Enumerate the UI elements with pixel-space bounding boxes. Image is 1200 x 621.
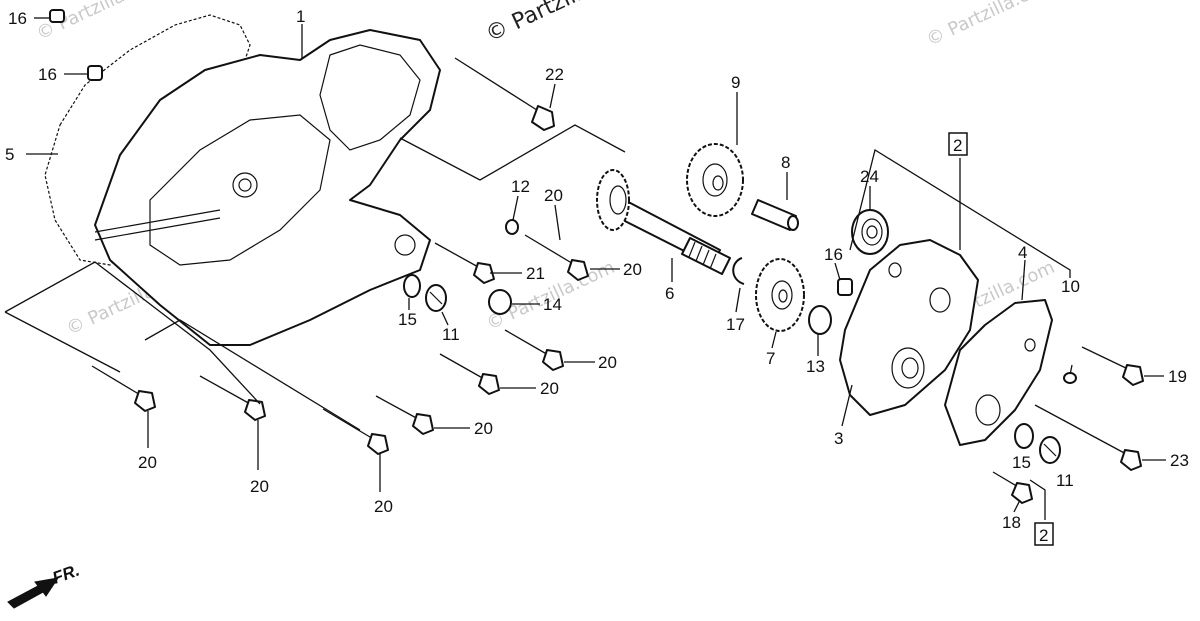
- reference-box: [948, 132, 968, 156]
- bolt-part[interactable]: [375, 395, 434, 435]
- idle-gear-part[interactable]: [755, 258, 805, 332]
- callout-label: 4: [1018, 243, 1027, 262]
- bolt-part[interactable]: [439, 353, 500, 395]
- leader-line: [841, 384, 853, 427]
- filler-cap-part[interactable]: [1039, 436, 1061, 464]
- bolt-part[interactable]: [91, 365, 156, 412]
- leader-line: [549, 83, 556, 109]
- callout-label: 11: [1056, 471, 1074, 490]
- callout-label: 16: [824, 245, 843, 264]
- callout-label: 18: [1002, 513, 1021, 532]
- callout-label: 23: [1170, 451, 1189, 470]
- callout-label: 15: [398, 310, 417, 329]
- front-direction-arrow-icon: [7, 577, 60, 609]
- callout-label: 20: [598, 353, 617, 372]
- bolt-part[interactable]: [454, 57, 555, 131]
- bolt-part[interactable]: [992, 471, 1033, 504]
- callout-label: 20: [544, 186, 563, 205]
- callout-label: 3: [834, 429, 843, 448]
- callout-label: 22: [545, 65, 564, 84]
- callout-label: 8: [781, 153, 790, 172]
- washer-part[interactable]: [505, 219, 519, 235]
- o-ring-part[interactable]: [403, 274, 421, 298]
- bolt-part[interactable]: [434, 242, 495, 284]
- reference-box: [1034, 522, 1054, 546]
- shaft-part[interactable]: [606, 194, 731, 275]
- crankcase-cover-part[interactable]: [94, 29, 441, 346]
- bolt-part[interactable]: [1034, 404, 1142, 471]
- leader-line: [849, 148, 1071, 278]
- gear-shaft-part[interactable]: [751, 199, 799, 231]
- callout-label: 16: [8, 9, 27, 28]
- callout-label: 20: [623, 260, 642, 279]
- callout-label: 12: [511, 177, 530, 196]
- leader-line: [4, 261, 261, 405]
- callout-label: 20: [250, 477, 269, 496]
- circlip-part[interactable]: [732, 257, 745, 285]
- callout-label: 10: [1061, 277, 1080, 296]
- dowel-pin-part[interactable]: [87, 65, 103, 81]
- bolt-part[interactable]: [322, 408, 389, 455]
- driven-gear-part[interactable]: [686, 143, 744, 217]
- leader-line: [441, 311, 449, 326]
- oil-seal-part[interactable]: [488, 289, 512, 315]
- watermark: © Partzilla.com: [482, 0, 646, 47]
- leader-line: [1029, 479, 1046, 520]
- callout-label: 1: [296, 7, 305, 26]
- o-ring-part[interactable]: [1014, 423, 1034, 449]
- callout-label: 9: [731, 73, 740, 92]
- leader-line: [4, 311, 121, 373]
- dowel-pin-part[interactable]: [837, 278, 853, 296]
- leader-line: [512, 195, 519, 221]
- leader-line: [399, 124, 626, 181]
- callout-label: 6: [665, 284, 674, 303]
- callout-label: 14: [543, 295, 562, 314]
- callout-label: 15: [1012, 453, 1031, 472]
- callout-label: 21: [526, 264, 545, 283]
- leader-line: [1021, 259, 1026, 301]
- screw-part[interactable]: [1063, 364, 1077, 384]
- callout-label: 20: [540, 379, 559, 398]
- callout-label: 2: [953, 136, 962, 155]
- washer-part[interactable]: [808, 305, 832, 335]
- callout-label: 20: [374, 497, 393, 516]
- leader-line: [771, 331, 777, 349]
- leader-line: [834, 262, 841, 281]
- bolt-part[interactable]: [199, 375, 266, 421]
- callout-label: 13: [806, 357, 825, 376]
- callout-label: 24: [860, 167, 879, 186]
- leader-line: [735, 287, 741, 313]
- leader-line: [554, 204, 561, 241]
- watermark: © Partzilla.com: [923, 0, 1058, 51]
- leader-line: [144, 319, 361, 431]
- leader-line: [1013, 499, 1021, 513]
- cover-plate-part[interactable]: [944, 299, 1053, 446]
- callout-label: 7: [766, 349, 775, 368]
- bolt-part[interactable]: [524, 234, 589, 281]
- callout-label: 17: [726, 315, 745, 334]
- callout-label: 16: [38, 65, 57, 84]
- filler-cap-part[interactable]: [425, 284, 447, 312]
- bolt-part[interactable]: [504, 329, 564, 371]
- bearing-part[interactable]: [851, 209, 889, 255]
- callout-label: 2: [1039, 526, 1048, 545]
- callout-label: 19: [1168, 367, 1187, 386]
- drive-gear-part[interactable]: [596, 169, 630, 231]
- dowel-pin-part[interactable]: [49, 9, 65, 23]
- callout-label: 5: [5, 145, 14, 164]
- callout-label: 20: [138, 453, 157, 472]
- bolt-part[interactable]: [1081, 346, 1144, 386]
- callout-label: 20: [474, 419, 493, 438]
- front-arrow-label: FR.: [50, 561, 82, 588]
- callout-label: 11: [442, 325, 460, 344]
